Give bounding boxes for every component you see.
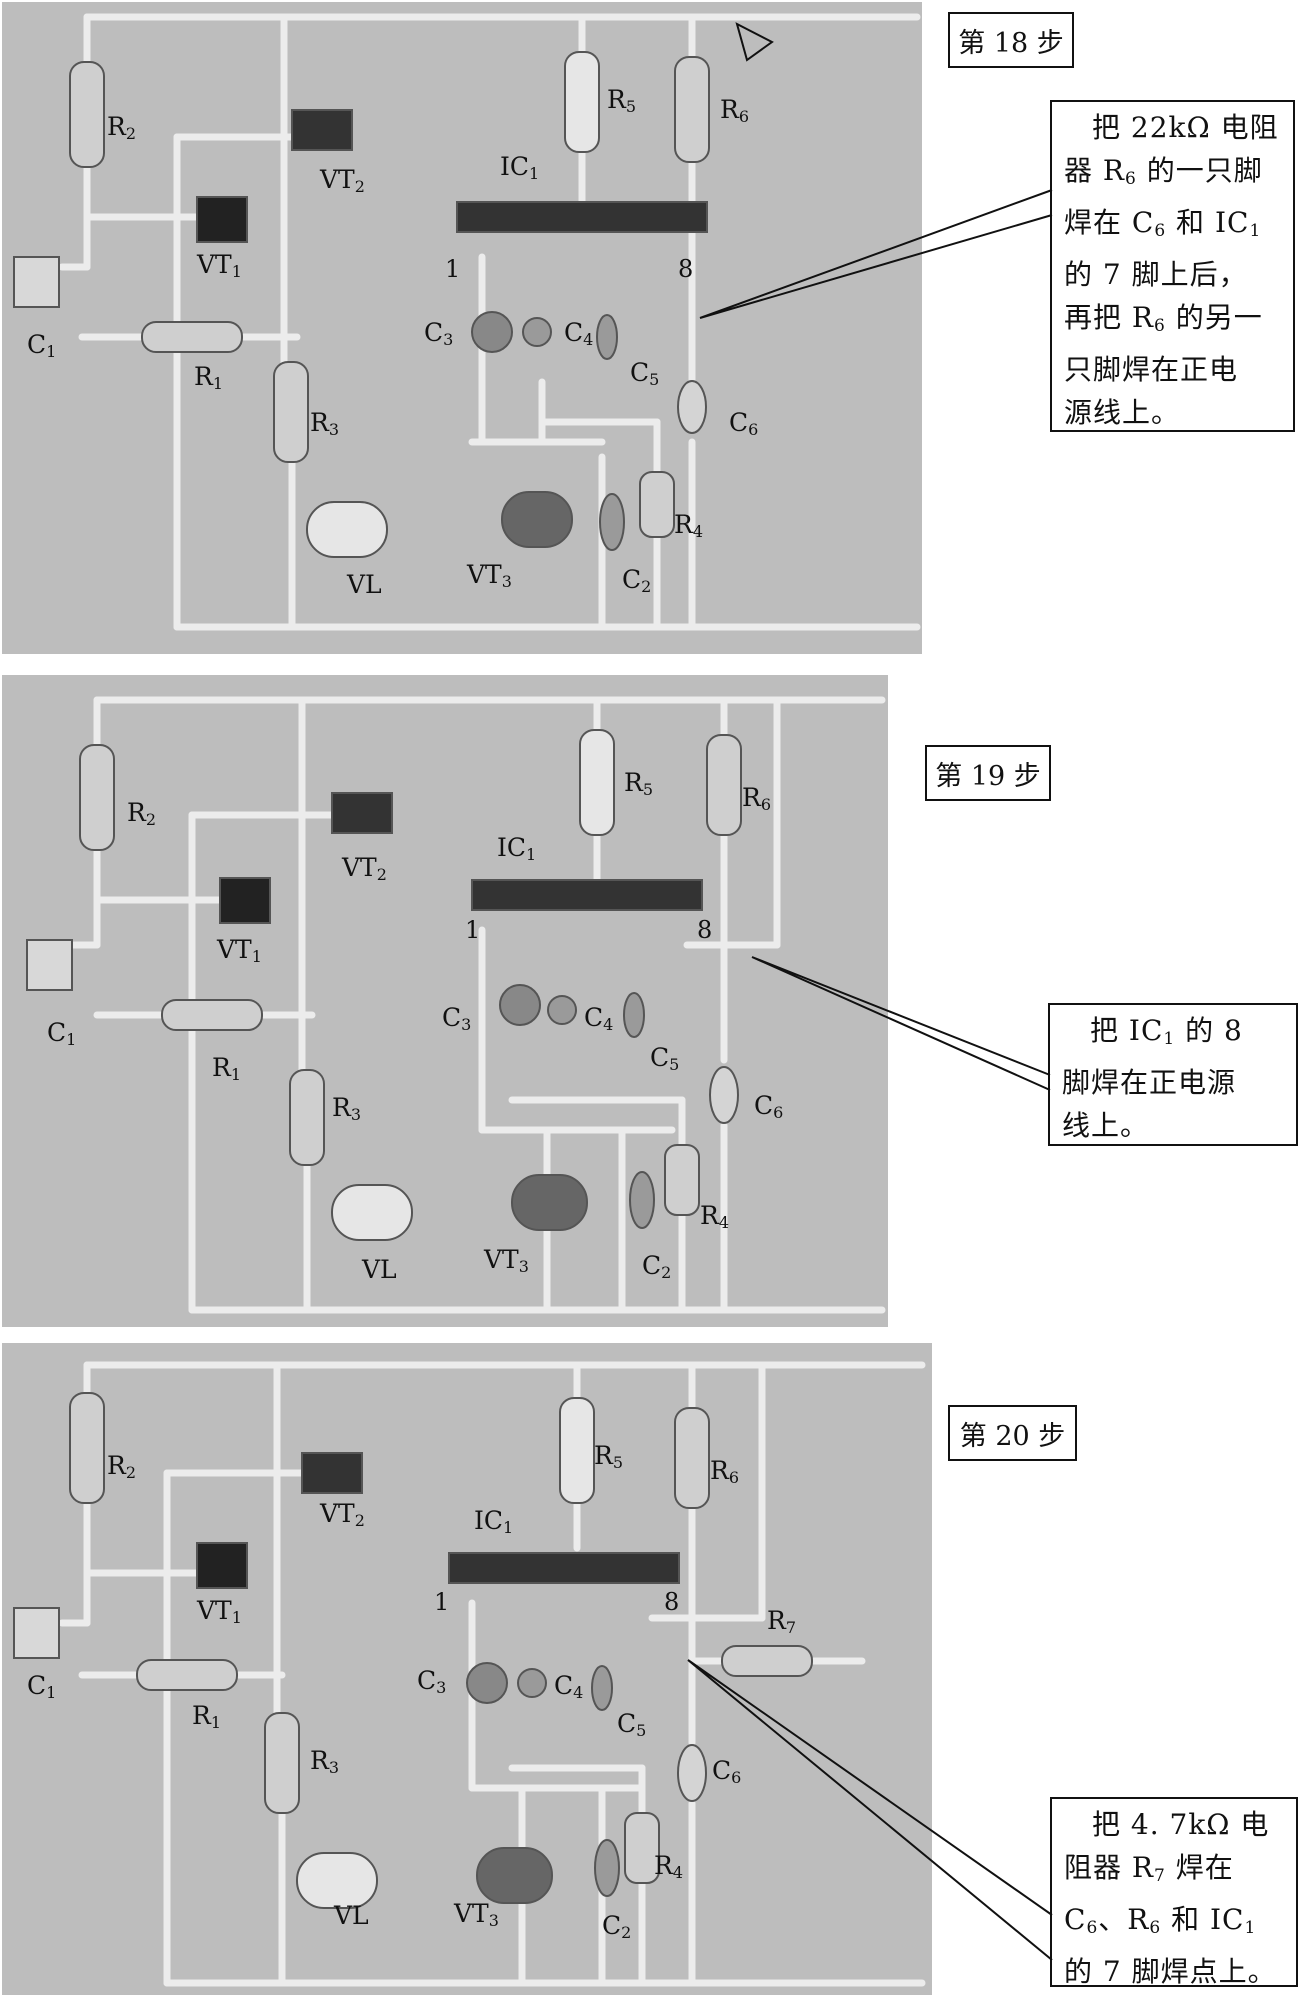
- label-vt3: VT3: [484, 1245, 529, 1276]
- callout-line: 焊在 C6 和 IC1: [1064, 206, 1262, 241]
- label-pin-1: 1: [445, 255, 461, 283]
- leader-step-19: [751, 956, 1051, 1091]
- label-c2: C2: [622, 565, 652, 596]
- label-r2: R2: [107, 112, 137, 143]
- label-r3: R3: [310, 1746, 340, 1777]
- callout-line: 把 22kΩ 电阻: [1092, 111, 1279, 144]
- label-c5: C5: [630, 358, 660, 389]
- callout-line: 把 4. 7kΩ 电: [1092, 1808, 1270, 1841]
- callout-line: 器 R6 的一只脚: [1064, 154, 1263, 189]
- label-c2: C2: [602, 1911, 632, 1942]
- step-label-20: 第 20 步: [948, 1405, 1077, 1461]
- label-c4: C4: [584, 1003, 614, 1034]
- label-c3: C3: [442, 1003, 472, 1034]
- label-r1: R1: [192, 1701, 222, 1732]
- step-label-18: 第 18 步: [948, 12, 1074, 68]
- callout-step-18: 把 22kΩ 电阻 器 R6 的一只脚 焊在 C6 和 IC1 的 7 脚上后，…: [1050, 100, 1295, 432]
- label-r5: R5: [607, 85, 637, 116]
- label-r5: R5: [624, 768, 654, 799]
- callout-step-19: 把 IC1 的 8 脚焊在正电源 线上。: [1048, 1003, 1298, 1146]
- callout-line: 脚焊在正电源: [1062, 1066, 1237, 1099]
- label-c3: C3: [424, 318, 454, 349]
- label-r6: R6: [742, 783, 772, 814]
- label-r3: R3: [310, 408, 340, 439]
- leader-step-18: [699, 189, 1053, 319]
- label-c6: C6: [729, 408, 759, 439]
- label-vt1: VT1: [197, 250, 242, 281]
- circuit-photo-step-19: R2 VT2 VT1 C1 R1 R3 VL IC1 R5 R6 1 8 C3 …: [2, 675, 888, 1327]
- circuit-board-drawing: [13, 1361, 926, 1987]
- circuit-board-drawing: [13, 13, 921, 631]
- circuit-photo-step-18: R2 VT2 VT1 C1 R1 R3 VL IC1 R5 R6 1 8 C3 …: [2, 2, 922, 654]
- label-ic1: IC1: [497, 833, 537, 864]
- label-c6: C6: [754, 1091, 784, 1122]
- label-ic1: IC1: [474, 1506, 514, 1537]
- label-r2: R2: [107, 1451, 137, 1482]
- label-pin-1: 1: [434, 1588, 450, 1616]
- label-pin-8: 8: [697, 916, 713, 944]
- callout-line: 只脚焊在正电: [1064, 353, 1239, 386]
- label-r4: R4: [654, 1851, 684, 1882]
- callout-line: 的 7 脚焊点上。: [1064, 1955, 1277, 1988]
- label-c4: C4: [554, 1671, 584, 1702]
- callout-line: 把 IC1 的 8: [1090, 1014, 1243, 1049]
- label-c6: C6: [712, 1756, 742, 1787]
- label-r6: R6: [710, 1456, 740, 1487]
- label-pin-8: 8: [678, 255, 694, 283]
- label-r3: R3: [332, 1093, 362, 1124]
- circuit-board-drawing: [26, 696, 886, 1314]
- label-vt2: VT2: [320, 1499, 365, 1530]
- circuit-photo-step-20: R2 VT2 VT1 C1 R1 R3 VL IC1 R5 R6 R7 1 8 …: [2, 1343, 932, 1995]
- label-c1: C1: [47, 1018, 77, 1049]
- label-vl: VL: [334, 1901, 369, 1930]
- label-vt2: VT2: [320, 165, 365, 196]
- callout-line: C6、R6 和 IC1: [1064, 1903, 1257, 1938]
- label-ic1: IC1: [500, 152, 540, 183]
- label-r7: R7: [767, 1606, 797, 1637]
- label-vt2: VT2: [342, 853, 387, 884]
- callout-line: 的 7 脚上后，: [1064, 258, 1248, 291]
- label-c5: C5: [650, 1043, 680, 1074]
- label-c1: C1: [27, 1671, 57, 1702]
- step-label-19: 第 19 步: [925, 745, 1051, 801]
- label-c2: C2: [642, 1251, 672, 1282]
- label-vt1: VT1: [197, 1596, 242, 1627]
- label-r1: R1: [212, 1053, 242, 1084]
- callout-step-20: 把 4. 7kΩ 电 阻器 R7 焊在 C6、R6 和 IC1 的 7 脚焊点上…: [1050, 1797, 1298, 1988]
- leader-step-20: [687, 1659, 1053, 1961]
- label-c1: C1: [27, 330, 57, 361]
- label-c4: C4: [564, 318, 594, 349]
- label-r5: R5: [594, 1441, 624, 1472]
- label-r4: R4: [674, 510, 704, 541]
- label-r2: R2: [127, 798, 157, 829]
- label-pin-8: 8: [664, 1588, 680, 1616]
- label-c5: C5: [617, 1709, 647, 1740]
- callout-line: 阻器 R7 焊在: [1064, 1851, 1234, 1886]
- label-vl: VL: [347, 570, 382, 599]
- label-pin-1: 1: [465, 916, 481, 944]
- callout-line: 线上。: [1062, 1109, 1150, 1142]
- label-vt3: VT3: [467, 560, 512, 591]
- callout-line: 源线上。: [1064, 396, 1181, 429]
- label-vl: VL: [362, 1255, 397, 1284]
- label-c3: C3: [417, 1666, 447, 1697]
- label-r6: R6: [720, 95, 750, 126]
- label-r1: R1: [194, 362, 224, 393]
- label-vt1: VT1: [217, 935, 262, 966]
- label-vt3: VT3: [454, 1899, 499, 1930]
- callout-line: 再把 R6 的另一: [1064, 301, 1263, 336]
- label-r4: R4: [700, 1201, 730, 1232]
